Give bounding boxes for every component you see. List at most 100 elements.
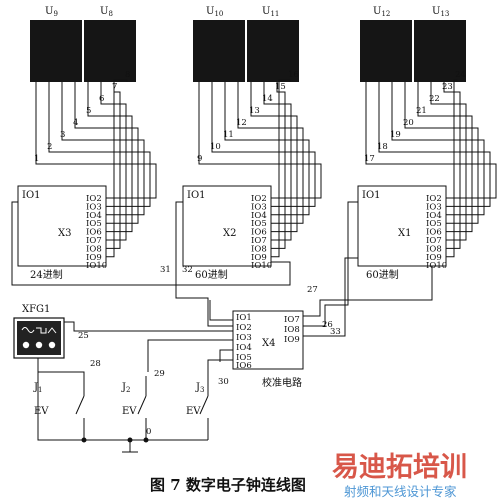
bus-wire-16	[271, 79, 291, 258]
wire-number-13: 13	[249, 106, 260, 116]
wire-number-21: 21	[416, 106, 427, 116]
function-generator: XFG1	[13, 304, 65, 359]
bus-wire-18	[378, 82, 491, 207]
counter-out-pin: IO4	[86, 211, 102, 221]
wire-number-28: 28	[90, 359, 101, 369]
cal-pin-in-2: IO2	[236, 323, 252, 333]
counter-out-pin: IO7	[251, 236, 267, 246]
generator-terminal-plus	[48, 341, 56, 349]
counter-name: X2	[223, 228, 236, 239]
counter-in-pin: IO1	[187, 190, 206, 201]
bus-wire-14	[263, 82, 292, 241]
wire-number-5: 5	[86, 106, 91, 116]
figure-caption: 图 7 数字电子钟连线图	[150, 476, 306, 494]
counter-out-pin: IO6	[426, 228, 442, 238]
wire-number-14: 14	[262, 94, 273, 104]
junction-dot	[143, 437, 149, 443]
bus-wire-15	[271, 82, 286, 249]
wire-number-22: 22	[429, 94, 440, 104]
counter-out-pin: IO3	[251, 202, 267, 212]
cal-pin-in-6: IO6	[236, 361, 252, 371]
bus-wire-6	[100, 82, 127, 241]
wire-number-24: 24	[455, 70, 466, 80]
wire-number-0: 0	[146, 427, 151, 437]
bus-wire-12	[237, 82, 304, 224]
bus-wire-10	[211, 82, 316, 207]
generator-terminal-minus	[22, 341, 30, 349]
display-pair-hours: U9 U8	[30, 6, 136, 82]
counter-out-pin: IO5	[86, 219, 102, 229]
counter-out-pin: IO8	[426, 244, 442, 254]
counter-name: X1	[398, 228, 411, 239]
wire-29-io4	[147, 339, 233, 372]
calibration-name: X4	[262, 338, 275, 349]
bus-wire-20	[404, 82, 479, 224]
bus-wire-21	[417, 82, 473, 233]
wire-number-26: 26	[322, 320, 333, 330]
ground-rail	[37, 358, 208, 441]
cal-pin-out-7: IO7	[284, 315, 300, 325]
wire-number-19: 19	[390, 130, 401, 140]
counter-out-pin: IO7	[426, 236, 442, 246]
wire-31-x3-io10	[11, 201, 291, 286]
calibration-caption: 校准电路	[262, 376, 302, 389]
wire-number-7: 7	[112, 82, 117, 92]
counter-caption: 60进制	[195, 268, 228, 281]
display-u11	[247, 20, 299, 82]
wire-number-1: 1	[34, 154, 39, 164]
watermark-sub: 射频和天线设计专家	[344, 484, 457, 499]
display-u13-label: U13	[432, 6, 449, 18]
display-pair-minutes: U10 U11	[193, 6, 299, 82]
cal-pin-in-1: IO1	[236, 313, 252, 323]
counter-group: IO1X324进制IO2IO3IO4IO5IO6IO7IO8IO9IO10IO1…	[17, 185, 447, 281]
switch-j2-contact	[137, 376, 147, 440]
counter-out-pin: IO3	[426, 202, 442, 212]
display-u12	[360, 20, 412, 82]
wire-number-32: 32	[182, 265, 193, 275]
display-u9-label: U9	[45, 6, 58, 18]
bus-wire-2	[48, 82, 151, 207]
display-u12-label: U12	[373, 6, 390, 18]
wire-number-9: 9	[197, 154, 202, 164]
switch-j1-label: J1	[33, 382, 42, 394]
switch-j1-contact	[75, 376, 85, 440]
counter-out-pin: IO6	[86, 228, 102, 238]
wire-number-4: 4	[73, 118, 78, 128]
display-u11-label: U11	[262, 6, 279, 18]
bus-wire-24	[446, 79, 458, 258]
counter-in-pin: IO1	[22, 190, 41, 201]
counter-caption: 24进制	[30, 268, 63, 281]
switch-j2-label: J2	[121, 382, 130, 394]
wire-number-10: 10	[210, 142, 221, 152]
counter-name: X3	[58, 228, 71, 239]
wire-32-x2-in	[175, 201, 233, 327]
switch-j2-ev: EV	[122, 406, 137, 417]
counter-out-pin: IO8	[86, 244, 102, 254]
wire-number-16: 16	[288, 70, 299, 80]
counter-out-pin: IO10	[251, 261, 272, 271]
calibration-circuit: IO1 IO2 IO3 IO4 IO5 IO6 IO7 IO8 IO9 X4 校…	[232, 310, 304, 389]
counter-box	[17, 185, 107, 267]
counter-out-pin: IO2	[426, 194, 442, 204]
wire-33-x1-out	[303, 266, 433, 317]
generator-terminal-common	[35, 341, 43, 349]
wire-io5	[219, 349, 233, 362]
wire-number-25: 25	[78, 331, 89, 341]
display-u13	[414, 20, 466, 82]
wire-number-33: 33	[330, 327, 341, 337]
display-u8	[84, 20, 136, 82]
cal-pin-in-3: IO3	[236, 333, 252, 343]
cal-pin-out-8: IO8	[284, 325, 300, 335]
wire-27-io1	[209, 300, 233, 321]
counter-box	[357, 185, 447, 267]
counter-out-pin: IO6	[251, 228, 267, 238]
switch-j3-label: J3	[195, 382, 204, 394]
display-u9	[30, 20, 82, 82]
bus-wire-1	[35, 82, 157, 199]
counter-out-pin: IO3	[86, 202, 102, 212]
wire-number-11: 11	[223, 130, 234, 140]
wire-label-group: 1234567891011121314151617181920212223243…	[34, 70, 466, 437]
